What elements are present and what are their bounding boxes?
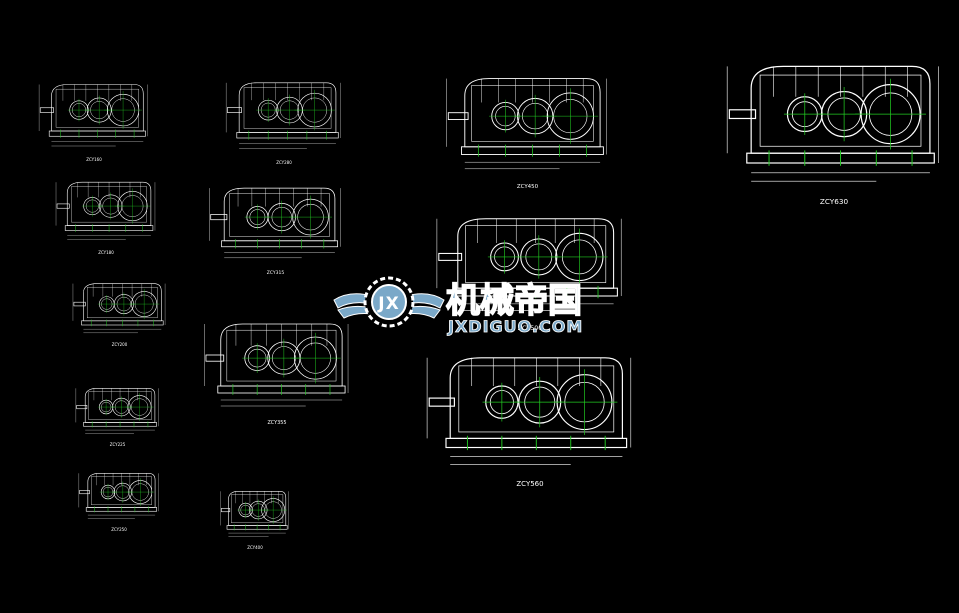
input-shaft: [76, 405, 88, 410]
input-shaft: [79, 490, 90, 495]
input-shaft: [227, 107, 242, 113]
watermark-subtitle: JXDIGUO.COM: [447, 317, 583, 336]
gearbox-drawing: ZCY180: [55, 181, 156, 255]
input-shaft: [447, 112, 469, 120]
drawing-label: ZCY200: [112, 342, 128, 347]
drawing-label: ZCY315: [267, 270, 285, 276]
drawing-label: ZCY250: [111, 527, 127, 532]
drawing-label: ZCY355: [267, 420, 286, 426]
housing-outline: [223, 187, 336, 242]
gearbox-drawing: ZCY630: [726, 65, 939, 206]
housing-outline: [750, 65, 931, 154]
housing-outline: [87, 473, 156, 508]
drawing-label: ZCY225: [110, 442, 126, 447]
input-shaft: [205, 354, 225, 362]
housing-outline: [84, 388, 156, 423]
drawing-label: ZCY400: [247, 545, 263, 550]
input-shaft: [39, 107, 54, 113]
drawing-label: ZCY180: [98, 250, 114, 255]
drawing-label: ZCY500: [518, 325, 543, 332]
drawing-label: ZCY280: [276, 160, 292, 165]
input-shaft: [221, 508, 231, 513]
gearbox-drawing: ZCY280: [226, 82, 341, 165]
gearbox-drawing: ZCY200: [72, 283, 166, 347]
gearbox-drawing: ZCY450: [446, 78, 607, 190]
logo-text: JX: [377, 294, 399, 314]
housing-outline: [238, 82, 337, 133]
housing-outline: [83, 283, 162, 322]
gearbox-drawing: ZCY250: [78, 473, 159, 532]
housing-outline: [228, 491, 287, 526]
housing-outline: [464, 78, 601, 148]
housing-outline: [449, 357, 623, 439]
drawing-label: ZCY450: [517, 184, 539, 190]
housing-outline: [66, 181, 152, 226]
drawing-label: ZCY630: [820, 197, 849, 206]
gear-wings-logo-icon: JX: [333, 276, 445, 328]
housing-outline: [457, 218, 615, 289]
drawing-label: ZCY160: [86, 157, 102, 162]
gearbox-drawing: ZCY225: [75, 388, 159, 447]
gearbox-drawing: ZCY315: [209, 187, 341, 276]
drawing-label: ZCY560: [516, 480, 543, 488]
input-shaft: [56, 203, 70, 209]
watermark: JX 机械帝国 JXDIGUO.COM: [333, 276, 583, 336]
housing-outline: [51, 84, 144, 132]
input-shaft: [428, 397, 455, 407]
gearbox-drawing: ZCY355: [204, 323, 349, 426]
input-shaft: [210, 214, 228, 221]
input-shaft: [728, 109, 757, 120]
gearbox-drawing: ZCY400: [220, 491, 289, 550]
housing-outline: [220, 323, 343, 387]
gearbox-drawing: ZCY500: [436, 218, 622, 332]
watermark-title: 机械帝国: [446, 281, 582, 321]
input-shaft: [438, 252, 463, 261]
gearbox-drawing: ZCY160: [38, 84, 148, 162]
gearbox-drawing: ZCY560: [426, 357, 632, 488]
input-shaft: [73, 301, 86, 307]
